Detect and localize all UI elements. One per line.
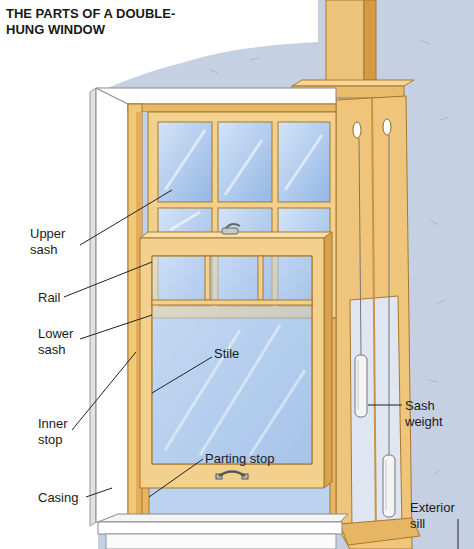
part-label: Parting stop bbox=[205, 451, 315, 467]
stud bbox=[326, 0, 364, 84]
glass-pane bbox=[218, 122, 272, 202]
leader-line bbox=[458, 519, 459, 549]
casing bbox=[96, 88, 336, 104]
diagram-title: THE PARTS OF A DOUBLE-HUNG WINDOW bbox=[6, 6, 180, 38]
sash-weight bbox=[355, 355, 367, 417]
leader-line bbox=[149, 459, 203, 497]
pulley bbox=[353, 122, 361, 138]
part-label: Upper sash bbox=[30, 226, 78, 258]
leader-line bbox=[80, 315, 152, 339]
jamb-side bbox=[336, 96, 412, 549]
part-label: Stile bbox=[214, 346, 274, 362]
lower-sash bbox=[140, 238, 324, 488]
leader-line bbox=[80, 190, 172, 245]
exterior-sill bbox=[340, 518, 420, 545]
sash-lock bbox=[222, 228, 238, 234]
part-label: Casing bbox=[38, 490, 108, 506]
stool bbox=[98, 522, 342, 534]
stud-side bbox=[364, 0, 376, 80]
leader-line bbox=[368, 405, 402, 406]
leader-line bbox=[72, 352, 136, 430]
pulley bbox=[383, 119, 391, 135]
weight-highlight bbox=[358, 360, 359, 410]
wall bbox=[98, 0, 474, 549]
parting-bead bbox=[372, 98, 376, 540]
part-label: Rail bbox=[38, 290, 98, 306]
apron bbox=[106, 534, 336, 549]
glass-reflection bbox=[165, 325, 305, 455]
sash-lock-arm bbox=[226, 224, 240, 228]
sash-cord bbox=[359, 138, 361, 355]
glass-pane bbox=[152, 256, 312, 464]
sash-lift-handle bbox=[219, 472, 245, 477]
sash-weight bbox=[383, 455, 395, 517]
glass-reflection bbox=[165, 130, 322, 230]
head-jamb bbox=[128, 104, 336, 112]
sash-cord bbox=[389, 135, 390, 455]
casing-edge bbox=[90, 88, 96, 526]
exterior-view bbox=[142, 112, 336, 522]
stool-top bbox=[98, 514, 348, 522]
weight-highlight bbox=[386, 460, 387, 510]
muntin bbox=[152, 300, 312, 305]
muntin bbox=[258, 256, 263, 300]
leader-line bbox=[64, 262, 152, 297]
leader-line bbox=[86, 488, 112, 497]
part-label: Inner stop bbox=[38, 416, 82, 448]
casing bbox=[96, 88, 128, 522]
muntin bbox=[205, 256, 210, 300]
part-label: Sash weight bbox=[405, 398, 457, 430]
part-label: Exterior sill bbox=[410, 500, 468, 532]
header-top bbox=[292, 80, 414, 86]
lower-sash-side bbox=[324, 232, 332, 488]
part-label: Lower sash bbox=[38, 326, 86, 358]
leader-line bbox=[152, 357, 212, 393]
